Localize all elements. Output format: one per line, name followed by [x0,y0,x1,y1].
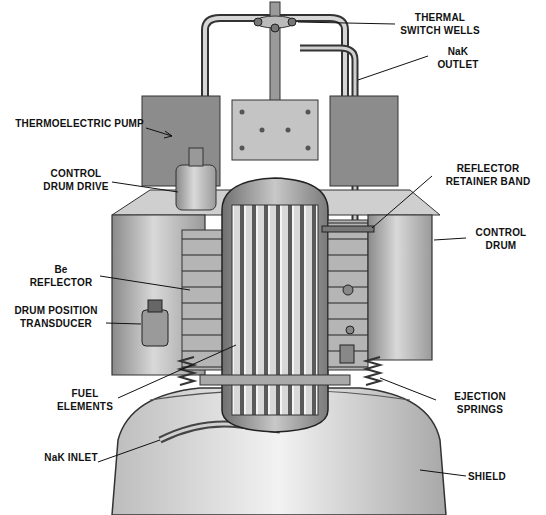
reflector-right [328,220,368,370]
part-label: REFLECTOR RETAINER BAND [434,162,542,188]
part-label: NaK INLET [44,451,98,464]
switch-well [271,24,279,32]
transducer-cap [148,300,162,312]
part-label: Be REFLECTOR [22,263,100,289]
drum-drive-cap [189,148,203,166]
switch-well [254,18,262,26]
part-label: CONTROL DRUM DRIVE [40,167,112,193]
part-label: NaK OUTLET [432,45,484,71]
pump-body [232,100,318,160]
part-label: EJECTION SPRINGS [438,390,522,416]
part-label: DRUM POSITION TRANSDUCER [6,304,106,330]
control-drum-right [368,215,432,360]
part-label: CONTROL DRUM [468,226,534,252]
reflector-left [182,230,224,370]
drum-drive [176,165,216,210]
part-label: THERMAL SWITCH WELLS [398,11,482,37]
part-label: SHIELD [468,470,524,483]
leader-lines [98,22,466,476]
part-label: THERMOELECTRIC PUMP [14,117,144,130]
pump-fin-right [330,96,398,186]
core-vessel [222,178,328,432]
ejection-springs [180,357,380,385]
lower-plate [200,375,350,385]
switch-well [288,18,296,26]
part-label: FUEL ELEMENTS [52,387,118,413]
retainer-band [322,226,374,232]
transducer [142,310,168,346]
pump-bolts [240,110,311,151]
right-fittings [340,285,354,363]
